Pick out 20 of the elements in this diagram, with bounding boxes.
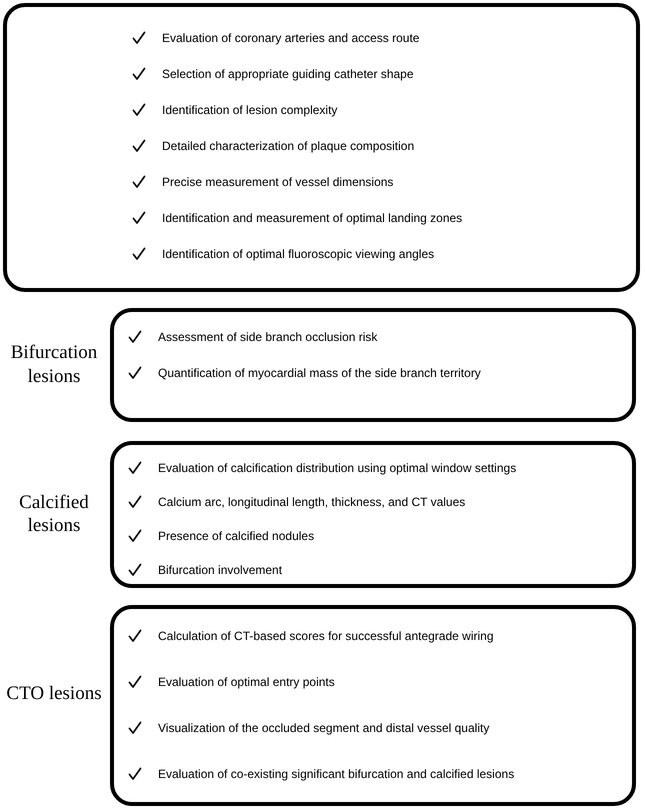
checklist-item: Evaluation of co-existing significant bifurcation and calcified lesions	[158, 766, 514, 783]
checklist-item: Identification of lesion complexity	[162, 102, 338, 119]
checklist-item: Calcium arc, longitudinal length, thickness, and CT values	[158, 494, 466, 511]
checklist-item: Selection of appropriate guiding catheter shape	[162, 66, 414, 83]
checklist-item: Calculation of CT-based scores for successful antegrade wiring	[158, 628, 494, 645]
checklist-item: Evaluation of calcification distribution using optimal window settings	[158, 460, 516, 477]
checklist-item: Bifurcation involvement	[158, 562, 282, 579]
section-heading: Bifurcation lesions	[10, 341, 98, 388]
checklist-item: Identification and measurement of optimal landing zones	[162, 210, 462, 227]
checklist-item: Detailed characterization of plaque composition	[162, 138, 414, 155]
checklist-item: Evaluation of optimal entry points	[158, 674, 335, 691]
section-heading: CTO lesions	[5, 682, 103, 706]
checklist-item: Presence of calcified nodules	[158, 528, 314, 545]
checklist-item: Evaluation of coronary arteries and access route	[162, 30, 420, 47]
section-heading: Calcified lesions	[18, 490, 90, 538]
checklist-item: Precise measurement of vessel dimensions	[162, 174, 394, 191]
checklist-item: Assessment of side branch occlusion risk	[158, 329, 378, 346]
checklist-item: Quantification of myocardial mass of the side branch territory	[158, 365, 481, 382]
checklist-item: Identification of optimal fluoroscopic viewing angles	[162, 246, 434, 263]
checklist-item: Visualization of the occluded segment and distal vessel quality	[158, 720, 490, 737]
